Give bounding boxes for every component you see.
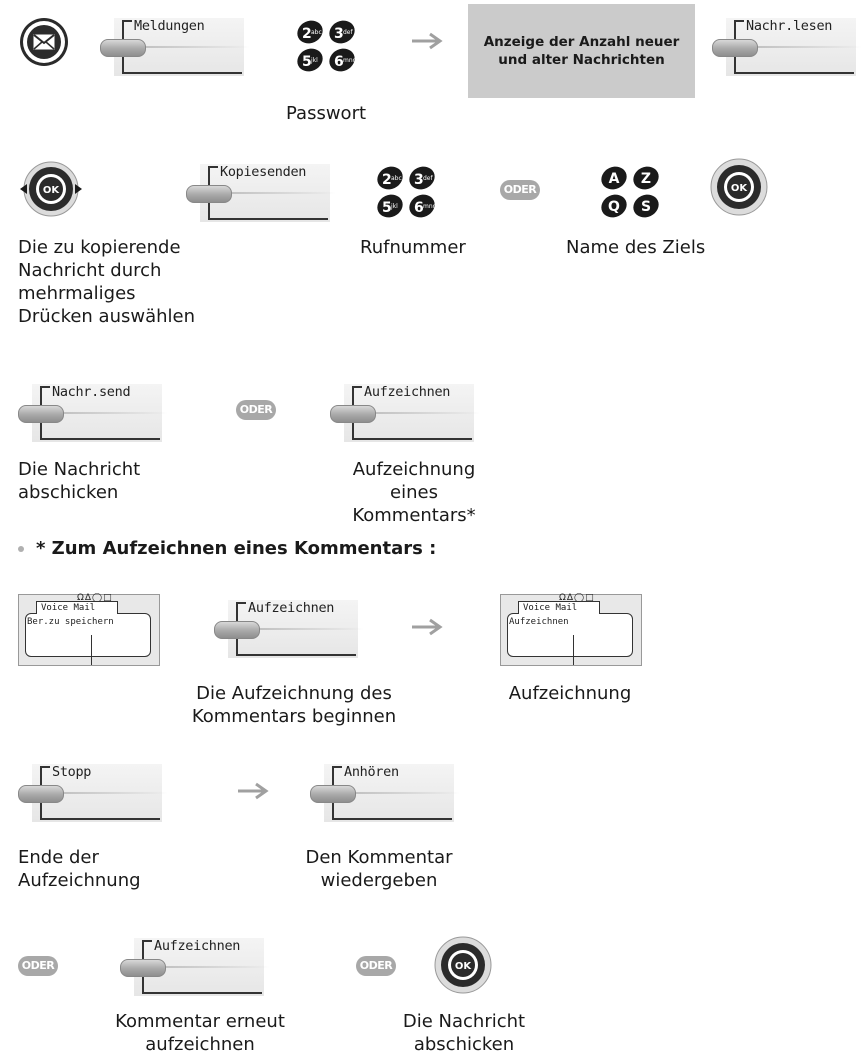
softkey-label: Stopp bbox=[52, 764, 92, 780]
info-box-text: Anzeige der Anzahl neuer und alter Nachr… bbox=[483, 34, 680, 68]
caption-aufzeichnung-kommentar: Aufzeichnung eines Kommentars* bbox=[352, 459, 476, 526]
softkey-label: Aufzeichnen bbox=[154, 938, 241, 954]
arrow-right-icon bbox=[412, 32, 443, 50]
softkey-label: Nachr.lesen bbox=[746, 18, 833, 34]
softkey-anhoeren[interactable]: Anhören bbox=[310, 758, 460, 828]
svg-text:A: A bbox=[609, 171, 620, 187]
softkey-label: Meldungen bbox=[134, 18, 205, 34]
svg-text:OK: OK bbox=[455, 961, 473, 972]
caption-kommentar-erneut: Kommentar erneut aufzeichnen bbox=[115, 1011, 285, 1055]
svg-text:abc: abc bbox=[311, 29, 322, 36]
info-box: Anzeige der Anzahl neuer und alter Nachr… bbox=[468, 4, 695, 98]
ok-key-icon[interactable]: OK bbox=[708, 156, 770, 218]
svg-text:Z: Z bbox=[641, 171, 651, 187]
oder-badge: ODER bbox=[500, 180, 540, 200]
softkey-label: Aufzeichnen bbox=[248, 600, 335, 616]
status-icons: ΩΔ◯□ bbox=[77, 593, 113, 603]
ok-key-icon[interactable]: OK bbox=[432, 934, 494, 996]
numeric-keypad-icon: 2 abc 3 def 5 jkl 6 mno bbox=[297, 20, 357, 72]
screen-text: Ber.zu speichern bbox=[27, 617, 114, 627]
svg-text:jkl: jkl bbox=[310, 57, 318, 64]
arrow-right-icon bbox=[238, 782, 269, 800]
caption-kommentar-wiedergeben: Den Kommentar wiedergeben bbox=[305, 847, 453, 891]
softkey-aufzeichnen[interactable]: Aufzeichnen bbox=[214, 594, 364, 664]
svg-text:S: S bbox=[641, 199, 651, 215]
svg-text:5: 5 bbox=[382, 200, 392, 216]
oder-badge: ODER bbox=[18, 956, 58, 976]
svg-text:jkl: jkl bbox=[390, 203, 398, 210]
caption-name-ziel: Name des Ziels bbox=[566, 237, 706, 258]
svg-text:6: 6 bbox=[414, 200, 424, 216]
svg-text:OK: OK bbox=[43, 185, 61, 196]
caption-ende-aufzeichnung: Ende der Aufzeichnung bbox=[18, 847, 141, 891]
svg-text:def: def bbox=[343, 29, 354, 36]
status-icons: ΩΔ◯□ bbox=[559, 593, 595, 603]
svg-text:Q: Q bbox=[608, 199, 620, 215]
caption-nachricht-abschicken: Die Nachricht abschicken bbox=[18, 459, 141, 503]
svg-text:2: 2 bbox=[382, 172, 392, 188]
screen-text: Aufzeichnen bbox=[509, 617, 569, 627]
svg-text:abc: abc bbox=[391, 175, 402, 182]
softkey-aufzeichnen[interactable]: Aufzeichnen bbox=[330, 378, 480, 448]
svg-text:3: 3 bbox=[334, 26, 344, 42]
softkey-label: Nachr.send bbox=[52, 384, 131, 400]
svg-text:5: 5 bbox=[302, 54, 312, 70]
softkey-kopiesenden[interactable]: Kopiesenden bbox=[186, 158, 336, 228]
caption-passwort: Passwort bbox=[286, 103, 367, 124]
softkey-meldungen[interactable]: Meldungen bbox=[100, 12, 250, 82]
oder-badge: ODER bbox=[356, 956, 396, 976]
softkey-label: Aufzeichnen bbox=[364, 384, 451, 400]
arrow-right-icon bbox=[412, 618, 443, 636]
svg-text:mno: mno bbox=[343, 57, 357, 64]
svg-text:OK: OK bbox=[731, 183, 749, 194]
svg-text:3: 3 bbox=[414, 172, 424, 188]
softkey-stopp[interactable]: Stopp bbox=[18, 758, 168, 828]
softkey-aufzeichnen[interactable]: Aufzeichnen bbox=[120, 932, 270, 1002]
screen-tab: Voice Mail bbox=[518, 601, 600, 614]
svg-text:def: def bbox=[423, 175, 434, 182]
alpha-keypad-icon: A Z Q S bbox=[601, 166, 659, 218]
display-screen-2: ΩΔ◯□ Voice Mail Aufzeichnen bbox=[500, 593, 642, 666]
caption-aufzeichnung-beginnen: Die Aufzeichnung des Kommentars beginnen bbox=[191, 683, 397, 727]
caption-rufnummer: Rufnummer bbox=[360, 237, 466, 258]
numeric-keypad-icon: 2 abc 3 def 5 jkl 6 mno bbox=[377, 166, 437, 218]
display-screen-1: ΩΔ◯□ Voice Mail Ber.zu speichern bbox=[18, 593, 160, 666]
caption-aufzeichnung: Aufzeichnung bbox=[508, 683, 632, 704]
softkey-label: Kopiesenden bbox=[220, 164, 307, 180]
softkey-nachr-lesen[interactable]: Nachr.lesen bbox=[712, 12, 862, 82]
section-heading: * Zum Aufzeichnen eines Kommentars : bbox=[18, 538, 436, 559]
section-heading-text: * Zum Aufzeichnen eines Kommentars : bbox=[36, 538, 437, 559]
caption-nachricht-abschicken-2: Die Nachricht abschicken bbox=[402, 1011, 526, 1055]
navigator-ok-icon[interactable]: OK bbox=[18, 156, 84, 222]
caption-zu-kopierende: Die zu kopierende Nachricht durch mehrma… bbox=[18, 237, 196, 327]
bullet-icon bbox=[18, 545, 24, 552]
oder-badge: ODER bbox=[236, 400, 276, 420]
screen-tab: Voice Mail bbox=[36, 601, 118, 614]
softkey-label: Anhören bbox=[344, 764, 399, 780]
svg-text:2: 2 bbox=[302, 26, 312, 42]
svg-text:mno: mno bbox=[423, 203, 437, 210]
svg-text:6: 6 bbox=[334, 54, 344, 70]
softkey-nachr-send[interactable]: Nachr.send bbox=[18, 378, 168, 448]
message-key-icon[interactable] bbox=[18, 16, 70, 68]
